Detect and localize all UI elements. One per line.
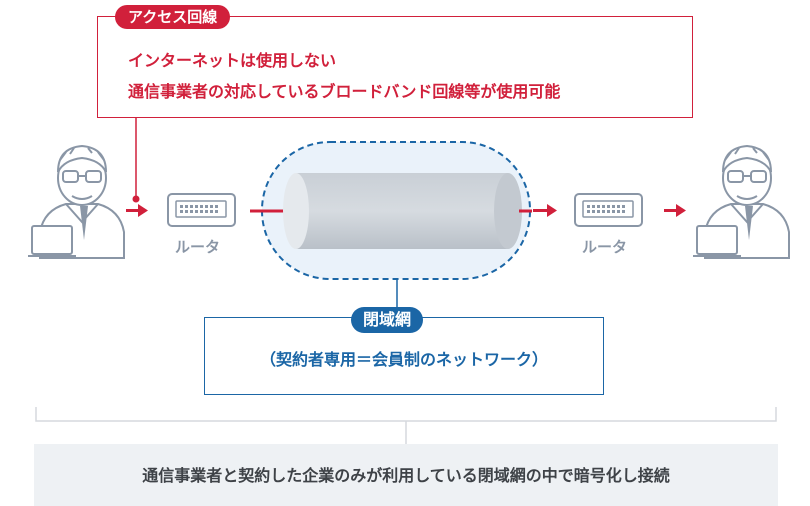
access-line-text-2: 通信事業者の対応しているブロードバンド回線等が使用可能	[128, 82, 561, 101]
summary-bracket	[35, 407, 777, 444]
arrow-right-icon	[126, 204, 148, 217]
access-line-text-1: インターネットは使用しない	[128, 51, 337, 70]
arrow-right-icon	[664, 204, 686, 217]
router-label-right: ルータ	[582, 238, 628, 256]
laptop-icon-left	[28, 225, 76, 257]
router-label-left: ルータ	[175, 238, 221, 256]
summary-text: 通信事業者と契約した企業のみが利用している閉域網の中で暗号化し接続	[142, 466, 670, 485]
closed-network-description: （契約者専用＝会員制のネットワーク）	[259, 350, 548, 369]
tunnel-pipe-icon	[283, 173, 522, 249]
closed-network-tag: 閉域網	[351, 307, 424, 333]
access-line-dot	[132, 195, 140, 203]
router-icon-left	[167, 193, 236, 227]
arrow-right-icon	[533, 204, 557, 217]
access-line-tag: アクセス回線	[115, 5, 231, 29]
access-line-callout	[97, 16, 693, 118]
laptop-icon-right	[693, 225, 741, 257]
router-icon-right	[574, 193, 643, 227]
summary-panel	[34, 444, 778, 506]
